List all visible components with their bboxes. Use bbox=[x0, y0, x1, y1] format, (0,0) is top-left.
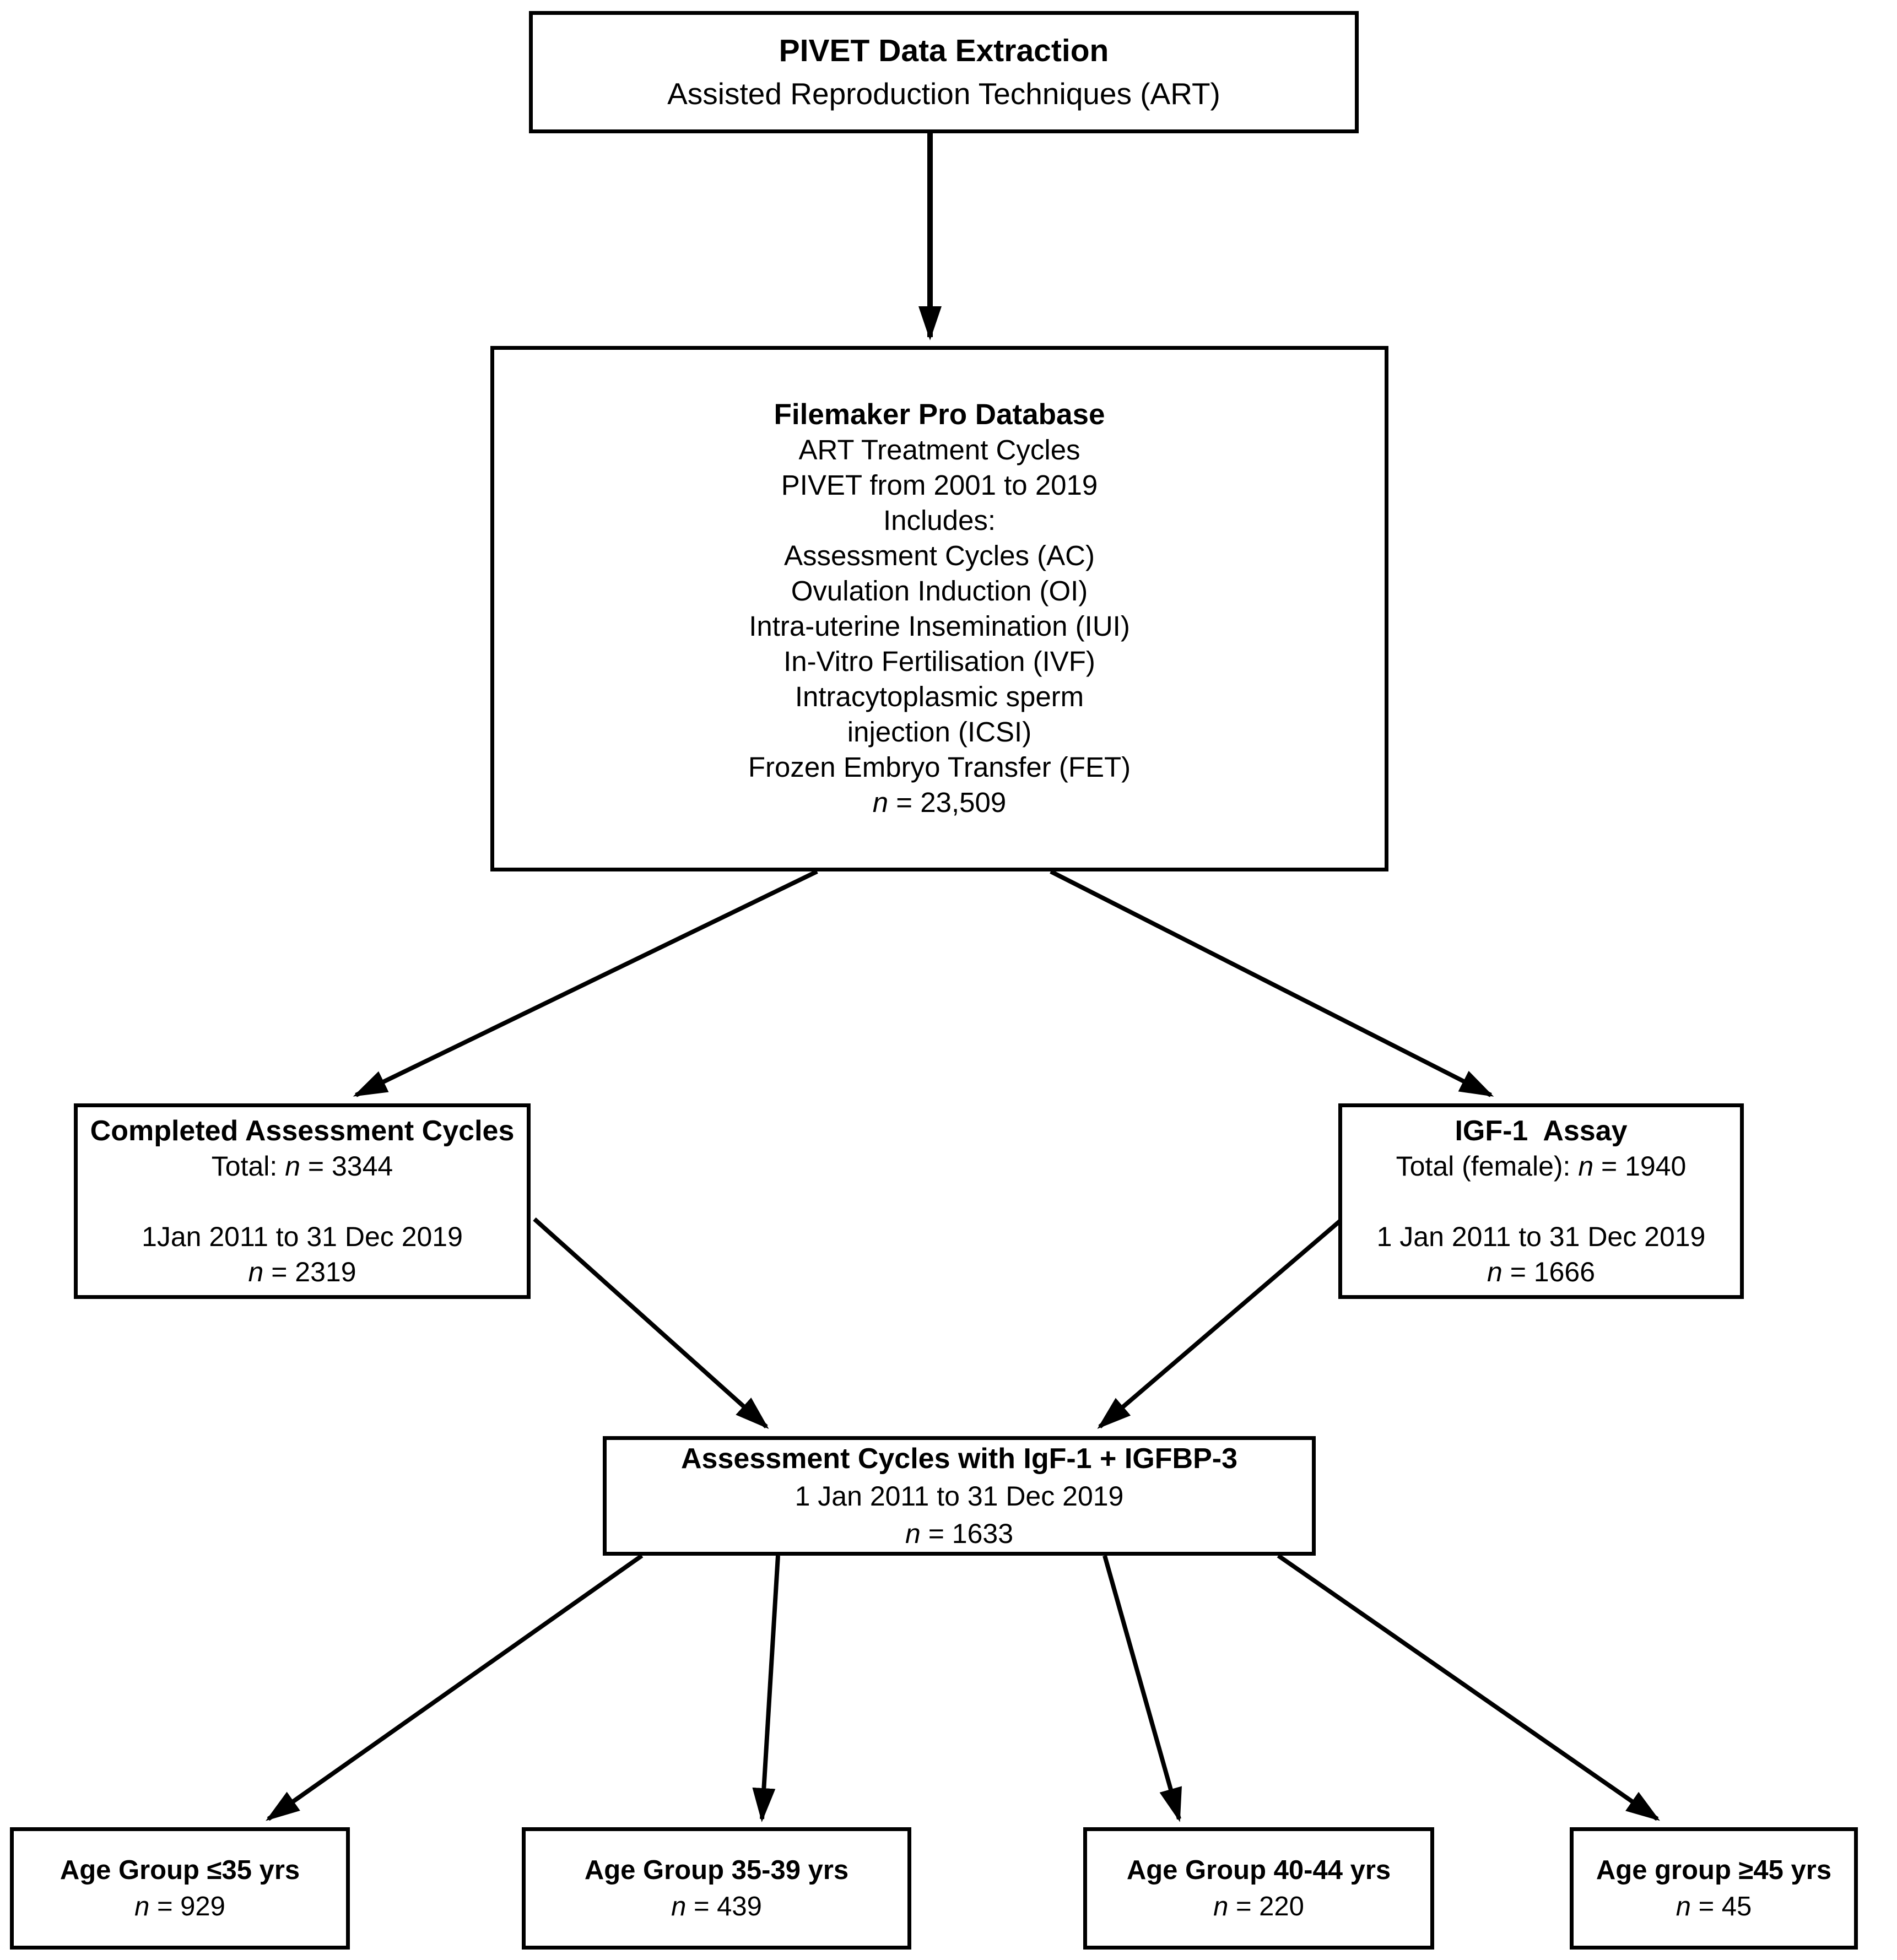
n-symbol: n bbox=[905, 1518, 921, 1549]
n-value: = 23,509 bbox=[888, 787, 1007, 818]
arrow-database-to-igf bbox=[1050, 869, 1494, 1097]
box-completed-assessment-cycles: Completed Assessment Cycles Total: n = 3… bbox=[74, 1103, 531, 1299]
arrow-database-to-completed bbox=[353, 869, 818, 1097]
box-filemaker-database: Filemaker Pro Database ART Treatment Cyc… bbox=[490, 346, 1388, 871]
age-group-n-count: n = 220 bbox=[1213, 1888, 1304, 1925]
arrow-assessment-to-age2 bbox=[752, 1555, 780, 1822]
total-label: Total (female): bbox=[1396, 1150, 1579, 1182]
n-symbol: n bbox=[248, 1256, 264, 1287]
assessment-title: Assessment Cycles with IgF-1 + IGFBP-3 bbox=[681, 1442, 1237, 1475]
n-value: = 220 bbox=[1228, 1892, 1304, 1921]
arrow-assessment-to-age1 bbox=[266, 1553, 644, 1821]
assessment-date-range: 1 Jan 2011 to 31 Dec 2019 bbox=[795, 1480, 1124, 1512]
box-igf1-assay: IGF-1 Assay Total (female): n = 1940 1 J… bbox=[1338, 1103, 1744, 1299]
n-symbol: n bbox=[1487, 1256, 1503, 1287]
box-age-group-35-39: Age Group 35-39 yrs n = 439 bbox=[522, 1827, 911, 1950]
igf-total: Total (female): n = 1940 bbox=[1396, 1149, 1687, 1184]
arrow-completed-to-assessment bbox=[533, 1217, 769, 1430]
box-pivet-data-extraction: PIVET Data Extraction Assisted Reproduct… bbox=[529, 11, 1359, 133]
n-symbol: n bbox=[872, 787, 889, 818]
box-assessment-cycles-igf1-igfbp3: Assessment Cycles with IgF-1 + IGFBP-3 1… bbox=[603, 1436, 1316, 1556]
database-line: PIVET from 2001 to 2019 bbox=[781, 469, 1098, 501]
database-line: ART Treatment Cycles bbox=[798, 434, 1080, 465]
age-group-n-count: n = 439 bbox=[671, 1888, 762, 1925]
n-symbol: n bbox=[1213, 1892, 1229, 1921]
n-value: = 2319 bbox=[263, 1256, 356, 1287]
n-symbol: n bbox=[671, 1892, 687, 1921]
completed-date-range: 1Jan 2011 to 31 Dec 2019 bbox=[142, 1221, 463, 1252]
total-value: = 3344 bbox=[300, 1150, 393, 1182]
pivet-subtitle: Assisted Reproduction Techniques (ART) bbox=[667, 77, 1220, 111]
database-line: Intra-uterine Insemination (IUI) bbox=[749, 610, 1130, 642]
database-line: In-Vitro Fertilisation (IVF) bbox=[783, 646, 1095, 677]
n-value: = 929 bbox=[149, 1892, 225, 1921]
age-group-label: Age Group 40-44 yrs bbox=[1126, 1855, 1391, 1885]
database-line: Assessment Cycles (AC) bbox=[784, 540, 1095, 571]
age-group-n-count: n = 45 bbox=[1676, 1888, 1752, 1925]
completed-title: Completed Assessment Cycles bbox=[90, 1114, 515, 1147]
database-line: Intracytoplasmic sperm bbox=[795, 681, 1084, 712]
age-group-label: Age Group 35-39 yrs bbox=[584, 1855, 849, 1885]
igf-n-count: n = 1666 bbox=[1487, 1254, 1595, 1290]
total-value: = 1940 bbox=[1593, 1150, 1687, 1182]
box-age-group-ge45: Age group ≥45 yrs n = 45 bbox=[1570, 1827, 1858, 1950]
database-n-count: n = 23,509 bbox=[873, 785, 1007, 820]
n-symbol: n bbox=[134, 1892, 150, 1921]
database-line: Frozen Embryo Transfer (FET) bbox=[748, 751, 1131, 783]
n-symbol: n bbox=[1578, 1150, 1594, 1182]
assessment-n-count: n = 1633 bbox=[905, 1515, 1013, 1552]
pivet-title: PIVET Data Extraction bbox=[779, 33, 1109, 68]
completed-n-count: n = 2319 bbox=[248, 1254, 356, 1290]
age-group-label: Age group ≥45 yrs bbox=[1596, 1855, 1832, 1885]
arrow-assessment-to-age4 bbox=[1277, 1553, 1660, 1821]
database-line: Includes: bbox=[883, 505, 996, 536]
n-value: = 1633 bbox=[920, 1518, 1014, 1549]
database-line: injection (ICSI) bbox=[847, 716, 1032, 748]
database-line: Ovulation Induction (OI) bbox=[791, 575, 1088, 607]
total-label: Total: bbox=[211, 1150, 285, 1182]
n-symbol: n bbox=[285, 1150, 300, 1182]
igf-title: IGF-1 Assay bbox=[1455, 1114, 1628, 1147]
completed-total: Total: n = 3344 bbox=[212, 1149, 393, 1184]
box-age-group-40-44: Age Group 40-44 yrs n = 220 bbox=[1083, 1827, 1434, 1950]
n-symbol: n bbox=[1676, 1892, 1691, 1921]
n-value: = 1666 bbox=[1502, 1256, 1596, 1287]
igf-date-range: 1 Jan 2011 to 31 Dec 2019 bbox=[1376, 1221, 1706, 1252]
age-group-n-count: n = 929 bbox=[134, 1888, 225, 1925]
database-title: Filemaker Pro Database bbox=[774, 398, 1105, 431]
n-value: = 439 bbox=[686, 1892, 762, 1921]
arrow-assessment-to-age3 bbox=[1102, 1555, 1182, 1822]
box-age-group-le35: Age Group ≤35 yrs n = 929 bbox=[10, 1827, 350, 1950]
age-group-label: Age Group ≤35 yrs bbox=[60, 1855, 300, 1885]
n-value: = 45 bbox=[1690, 1892, 1752, 1921]
arrow-igf-to-assessment bbox=[1097, 1217, 1344, 1429]
